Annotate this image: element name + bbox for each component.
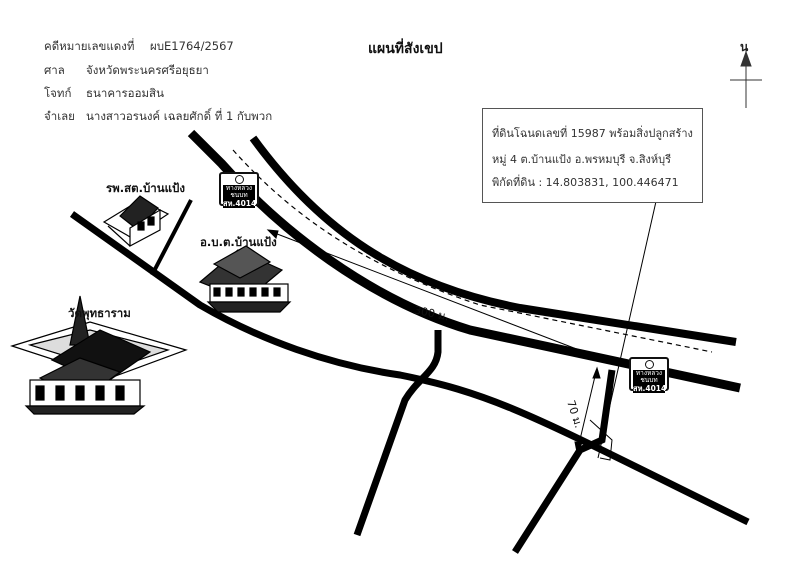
- route-line: [232, 149, 713, 353]
- road-sign-code: สห.4014: [633, 384, 667, 393]
- road-southeast: [512, 369, 616, 554]
- temple-label: วัดพุทธาราม: [68, 306, 131, 320]
- land-plot-lane: [589, 419, 613, 461]
- land-info-location: หมู่ 4 ต.บ้านแป้ง อ.พรหมบุรี จ.สิงห์บุรี: [492, 153, 672, 166]
- admin-building: [198, 245, 292, 313]
- map-title: แผนที่สังเขป: [368, 41, 443, 57]
- road-sign-emblem-icon: [234, 175, 244, 184]
- court-value: จังหวัดพระนครศรีอยุธยา: [86, 63, 209, 77]
- road-west: [69, 211, 750, 526]
- road-hospital: [150, 199, 193, 276]
- hospital-building: [102, 195, 170, 247]
- road-sign-east: ทางหลวงชนบท สห.4014: [629, 357, 669, 393]
- defendant-value: นางสาวอรนงค์ เฉลยศักดิ์ ที่ 1 กับพวก: [86, 109, 273, 123]
- admin-office-label: อ.บ.ต.บ้านแป้ง: [200, 235, 277, 249]
- road-sign-north: ทางหลวงชนบท สห.4014: [219, 172, 259, 208]
- land-info-coordinates: พิกัดที่ดิน : 14.803831, 100.446471: [492, 176, 679, 189]
- court-label: ศาล: [44, 63, 65, 77]
- road-sign-emblem-icon: [644, 360, 654, 369]
- plaintiff-value: ธนาคารออมสิน: [86, 86, 164, 100]
- north-label: น: [740, 40, 749, 54]
- arrow-300m: [266, 229, 606, 362]
- land-info-deed: ที่ดินโฉนดเลขที่ 15987 พร้อมสิ่งปลูกสร้า…: [492, 127, 693, 140]
- land-info-box: ที่ดินโฉนดเลขที่ 15987 พร้อมสิ่งปลูกสร้า…: [482, 108, 703, 203]
- road-sign-name: ทางหลวงชนบท: [223, 185, 255, 199]
- case-number-value: ผบE1764/2567: [150, 39, 234, 53]
- road-south: [353, 330, 442, 537]
- defendant-label: จำเลย: [44, 109, 75, 123]
- temple-building: [10, 295, 188, 415]
- road-sign-code: สห.4014: [223, 199, 257, 208]
- north-arrow: [730, 50, 762, 108]
- case-number-label: คดีหมายเลขแดงที่: [44, 39, 135, 53]
- pointer-line: [597, 196, 658, 459]
- plaintiff-label: โจทก์: [44, 86, 72, 100]
- arrow-70m: [574, 366, 601, 454]
- road-sign-name: ทางหลวงชนบท: [633, 370, 665, 384]
- hospital-label: รพ.สต.บ้านแป้ง: [106, 181, 185, 195]
